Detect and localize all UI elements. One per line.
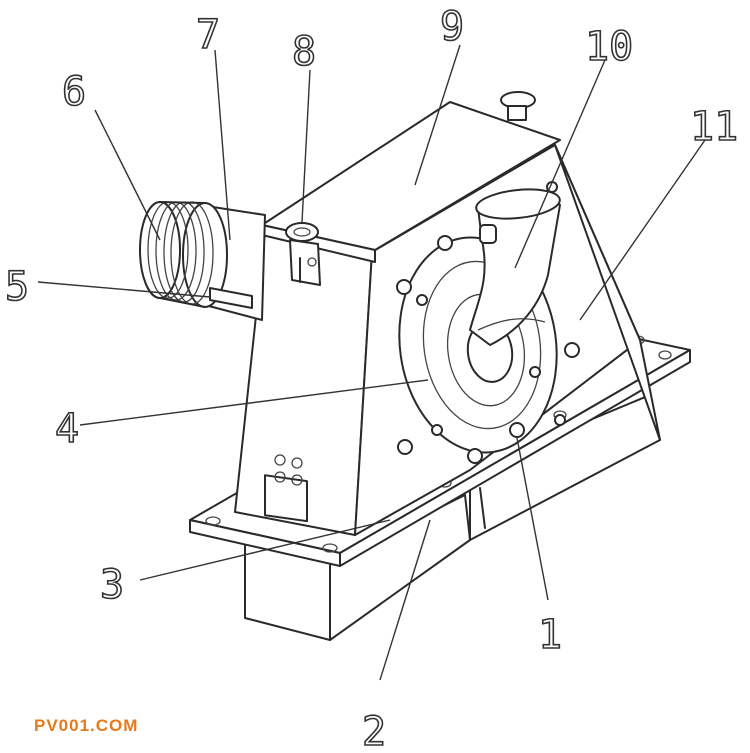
leader-4 — [79, 379, 429, 426]
part-label-3: 3 — [100, 562, 124, 608]
watermark: PV001.COM — [34, 716, 139, 735]
part-label-6: 6 — [62, 69, 86, 115]
part-label-10: 10 — [585, 24, 633, 70]
leader-3 — [139, 519, 391, 581]
leader-11 — [579, 139, 706, 321]
part-label-11: 11 — [690, 104, 738, 150]
leader-10 — [514, 59, 606, 269]
leader-7 — [214, 49, 231, 241]
leader-5 — [37, 281, 211, 298]
part-label-8: 8 — [292, 29, 316, 75]
corrugated-hose — [139, 201, 214, 308]
leader-1 — [516, 437, 549, 601]
leader-8 — [301, 69, 311, 223]
part-labels: 1 2 3 4 5 6 7 8 9 10 11 — [4, 3, 739, 753]
part-label-4: 4 — [55, 406, 79, 452]
leader-2 — [379, 519, 431, 681]
base-frame — [244, 394, 661, 641]
part-label-1: 1 — [538, 612, 562, 658]
part-label-2: 2 — [362, 709, 386, 753]
leader-9 — [414, 44, 461, 186]
part-label-9: 9 — [440, 4, 464, 50]
leader-6 — [94, 109, 161, 241]
top-fitting — [285, 222, 321, 286]
part-label-7: 7 — [196, 12, 220, 58]
part-label-5: 5 — [5, 264, 29, 310]
inlet-pipe — [139, 201, 266, 321]
leader-lines — [37, 44, 706, 681]
